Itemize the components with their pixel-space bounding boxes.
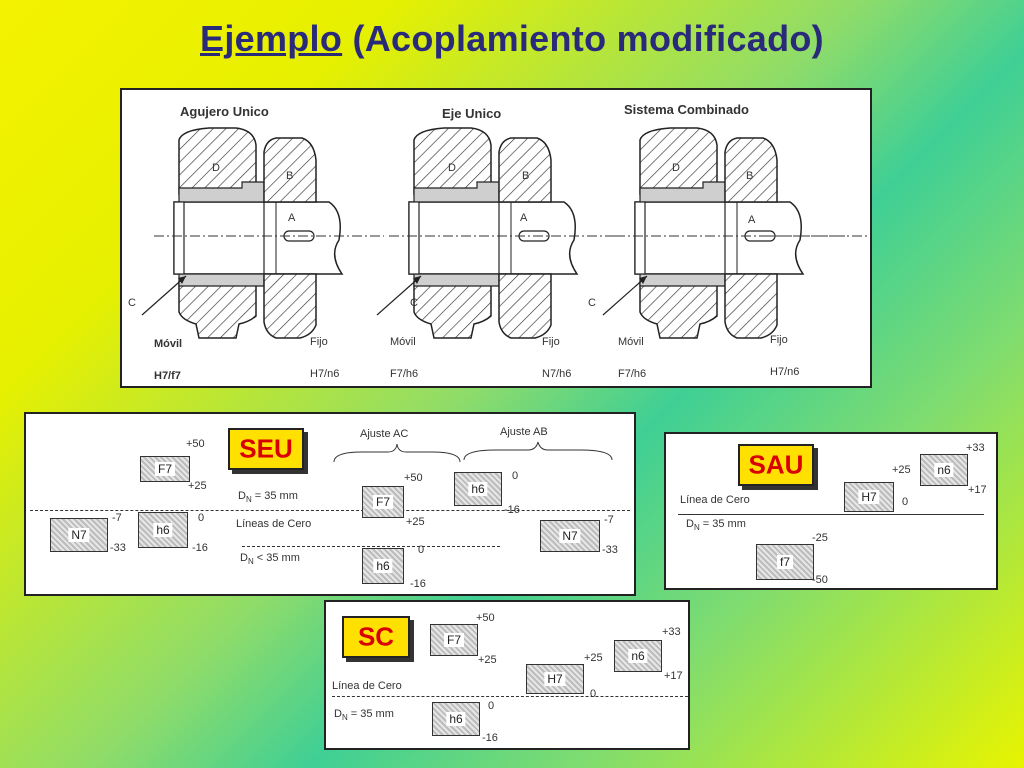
deviation-value: -16 [482,732,498,744]
deviation-value: +50 [476,612,495,624]
label-fit-f7h6: F7/h6 [618,368,647,380]
deviation-value: -7 [112,512,122,524]
deviation-value: +33 [966,442,985,454]
heading-eje-unico: Eje Unico [442,106,502,121]
deviation-value: -33 [110,542,126,554]
ajuste-ac-label: Ajuste AC [360,428,409,440]
deviation-value: 0 [418,544,425,556]
label-fit-h7n6: H7/n6 [770,366,800,378]
deviation-value: +25 [584,652,603,664]
tolerance-box-h6: h6 [454,472,502,506]
label-b: B [746,170,754,182]
tolerance-box-h7: H7 [844,482,894,512]
label-fit-f7h6: F7/h6 [390,368,419,380]
deviation-value: -33 [602,544,618,556]
ajuste-ac-brace [333,443,461,463]
deviation-value: -25 [812,532,828,544]
label-c: C [128,297,136,309]
label-d: D [212,162,220,174]
label-movil: Móvil [618,336,644,348]
zero-line-2 [242,546,500,547]
deviation-value: +25 [188,480,207,492]
label-fijo: Fijo [310,336,328,348]
lineas-de-cero-label: Líneas de Cero [236,518,312,530]
label-fijo: Fijo [770,334,788,346]
deviation-value: -16 [410,578,426,590]
zero-line [678,514,984,515]
seu-badge: SEU [228,428,304,470]
deviation-value: +50 [186,438,205,450]
label-a: A [288,212,296,224]
tolerance-box-h6: h6 [362,548,404,584]
deviation-value: -7 [604,514,614,526]
linea-de-cero-label: Línea de Cero [680,494,750,506]
label-fit-h7n6: H7/n6 [310,368,340,380]
linea-de-cero-label: Línea de Cero [332,680,402,692]
label-a: A [520,212,528,224]
tolerance-box-f7: F7 [140,456,190,482]
tolerance-box-f7: F7 [362,486,404,518]
sau-panel: SAU Línea de Cero DN = 35 mm H7 0 n6 +33… [664,432,998,590]
deviation-value: -16 [192,542,208,554]
tolerance-box-n6: n6 [920,454,968,486]
tolerance-box-n7: N7 [50,518,108,552]
deviation-value: +50 [404,472,423,484]
sc-badge: SC [342,616,410,658]
tolerance-box-f7: F7 [430,624,478,656]
label-c: C [588,297,596,309]
label-a: A [748,214,756,226]
deviation-value: +25 [892,464,911,476]
assembly-drawing [141,127,870,339]
ajuste-ab-brace [463,441,613,461]
assembly-drawing-panel: Agujero Unico D B A C Móvil H7/f7 Fijo H… [120,88,872,388]
heading-agujero-unico: Agujero Unico [180,104,269,119]
zero-line [30,510,630,511]
label-movil: Móvil [390,336,416,348]
dn-equals: DN = 35 mm [238,490,298,505]
label-fit-n7h6: N7/h6 [542,368,572,380]
deviation-value: 0 [902,496,909,508]
deviation-value: +33 [662,626,681,638]
title-main: Ejemplo [200,18,343,59]
deviation-value: 0 [488,700,495,712]
label-fijo: Fijo [542,336,560,348]
zero-line [332,696,688,697]
label-d: D [448,162,456,174]
dn-less: DN < 35 mm [240,552,300,567]
sc-panel: SC Línea de Cero DN = 35 mm F7 +50 +25 H… [324,600,690,750]
deviation-value: 0 [512,470,519,482]
deviation-value: 0 [590,688,597,700]
tolerance-box-n6: n6 [614,640,662,672]
label-d: D [672,162,680,174]
dn-equals: DN = 35 mm [334,708,394,723]
label-b: B [522,170,530,182]
seu-panel: SEU F7 +50 +25 N7 -7 -33 h6 0 -16 DN = 3… [24,412,636,596]
tolerance-box-h6: h6 [432,702,480,736]
deviation-value: +25 [478,654,497,666]
deviation-value: +17 [664,670,683,682]
heading-sistema-combinado: Sistema Combinado [624,102,749,117]
tolerance-box-h6: h6 [138,512,188,548]
label-movil: Móvil [154,338,183,350]
tolerance-box-f7: f7 [756,544,814,580]
deviation-value: -50 [812,574,828,586]
deviation-value: 0 [198,512,205,524]
deviation-value: +17 [968,484,987,496]
label-b: B [286,170,294,182]
tolerance-box-h7: H7 [526,664,584,694]
label-fit-h7f7: H7/f7 [154,370,181,382]
dn-equals: DN = 35 mm [686,518,746,533]
tolerance-box-n7: N7 [540,520,600,552]
deviation-value: -16 [504,504,520,516]
label-c: C [410,297,418,309]
deviation-value: +25 [406,516,425,528]
ajuste-ab-label: Ajuste AB [500,426,548,438]
page-title: Ejemplo (Acoplamiento modificado) [0,18,1024,60]
sau-badge: SAU [738,444,814,486]
title-rest: (Acoplamiento modificado) [342,18,824,59]
